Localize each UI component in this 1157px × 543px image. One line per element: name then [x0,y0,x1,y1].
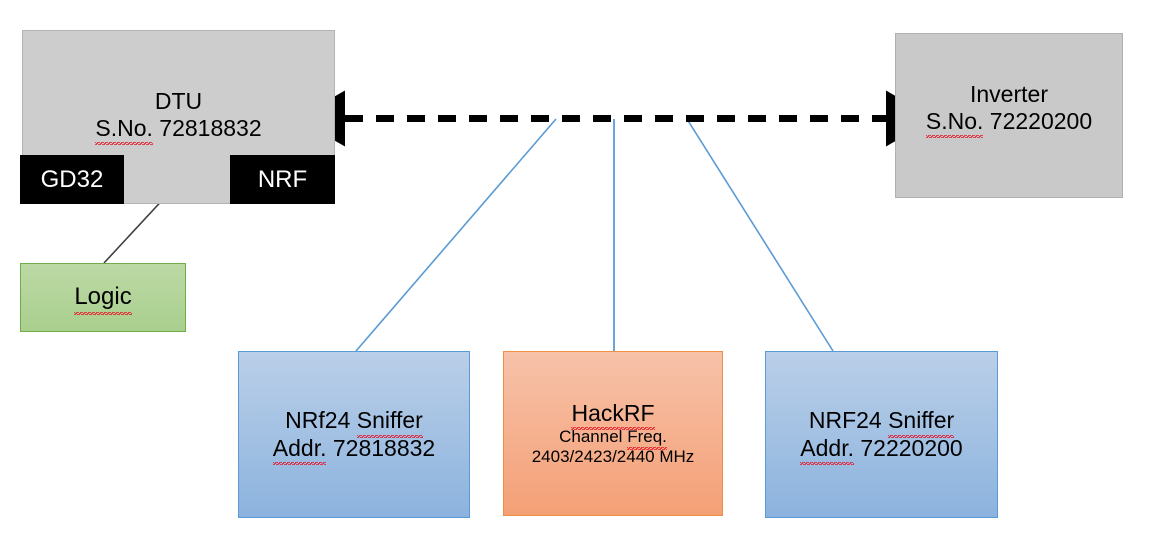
sniffer-right-addr: Addr. 72220200 [800,434,963,465]
sniffer-right-title: NRF24 Sniffer [808,407,955,438]
sniffer-left-kind: Sniffer [356,407,423,438]
inverter-serial-prefix: S.No. [925,108,984,139]
node-inverter[interactable]: Inverter S.No. 72220200 [895,33,1123,198]
hackrf-freq-word: Freq. [627,427,667,451]
sniffer-left-addr-prefix: Addr. [272,434,327,465]
dtu-serial: S.No. 72818832 [95,115,262,146]
chip-nrf-label: NRF [257,165,308,193]
sniffer-right-addr-prefix: Addr. [800,434,854,465]
sniffer-left-title: NRf24 Sniffer [285,407,423,438]
logic-label: Logic [74,283,133,316]
sniffer-right-model: NRF24 [808,407,882,434]
hackrf-channel-word: Channel [559,427,623,447]
sniffer-left-addr-value: 72818832 [332,434,436,461]
node-sniffer-right[interactable]: NRF24 Sniffer Addr. 72220200 [765,351,998,518]
chip-gd32[interactable]: GD32 [20,155,124,204]
dtu-title: DTU [154,88,203,114]
dtu-serial-prefix: S.No. [95,115,153,146]
dtu-serial-value: 72818832 [159,115,262,142]
sniffer-right-kind: Sniffer [888,407,955,438]
sniffer-left-addr: Addr. 72818832 [272,434,436,465]
node-sniffer-left[interactable]: NRf24 Sniffer Addr. 72818832 [238,351,470,518]
hackrf-channel-label: Channel Freq. [559,427,667,451]
chip-nrf[interactable]: NRF [230,155,335,204]
sniffer-right-addr-value: 72220200 [860,434,963,461]
node-logic-analyzer[interactable]: Logic [20,263,186,332]
hackrf-title-text: HackRF [571,399,655,431]
connector-sniffer-left-tap [355,118,557,352]
chip-gd32-label: GD32 [40,165,104,193]
connector-sniffer-right-tap [686,118,834,352]
inverter-serial-value: 72220200 [989,108,1093,135]
inverter-title: Inverter [970,81,1048,107]
inverter-serial: S.No. 72220200 [925,108,1093,139]
node-hackrf[interactable]: HackRF Channel Freq. 2403/2423/2440 MHz [503,351,723,516]
hackrf-frequencies: 2403/2423/2440 MHz [531,447,695,467]
sniffer-left-model: NRf24 [285,407,351,434]
hackrf-title: HackRF [571,399,655,431]
